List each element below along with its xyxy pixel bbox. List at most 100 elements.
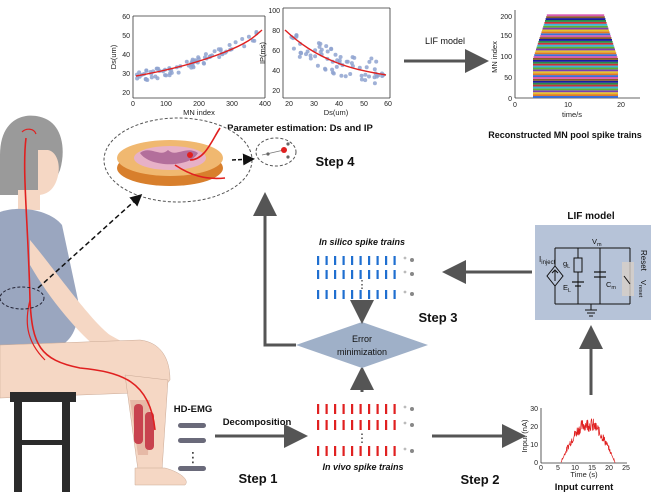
raster-row [533,90,618,93]
spike-bar [368,270,371,279]
tick-label: 0 [513,102,517,109]
scatter-point [217,55,222,59]
neuron-dot [403,447,407,451]
raster-row [537,42,614,45]
scatter-point [297,54,302,59]
spike-bar [368,256,371,265]
neuron-dot [403,421,407,425]
scatter-point [291,46,296,51]
tick-label: 25 [622,465,630,472]
scatter-point [318,50,323,54]
scatter-point [333,52,338,57]
step-2-label: Step 2 [460,472,499,487]
tick-label: 200 [500,14,512,21]
spike-bar [342,420,345,430]
scatter-point [203,52,208,57]
x-axis-label: Ds(um) [324,108,349,117]
spike-bar [368,404,371,414]
spike-bar [325,290,328,299]
spike-bar [351,446,354,456]
raster-row [533,59,618,62]
switch-icon [623,275,631,285]
spike-bar [385,256,388,265]
spike-bar [334,404,337,414]
scatter-point [190,64,195,69]
raster-row [536,46,615,49]
spike-bar [385,404,388,414]
raster-row [539,39,612,41]
x-axis-label: Time (s) [570,470,598,479]
scatter-point [149,75,154,80]
spike-bar [359,290,362,299]
scatter-point [374,59,379,64]
raster-row [533,78,618,81]
scatter-point [372,81,377,86]
spike-bar [359,270,362,279]
scatter-point [349,61,354,66]
raster-row [546,14,605,17]
step-4-label: Step 4 [315,154,355,169]
raster-row [534,54,617,57]
input-current-caption: Input current [555,482,614,493]
scatter-point [202,61,206,66]
neuron-dot [403,290,407,294]
tick-label: 20 [122,90,130,97]
tick-label: 20 [285,101,293,108]
scatter-point [246,34,251,39]
scatter-point [372,67,377,72]
spike-bar [351,290,354,299]
scatter-point [359,73,364,78]
scatter-point [363,72,368,77]
tick-label: 40 [122,52,130,59]
scatter-point [294,33,299,38]
y-axis-label: IP(ms) [258,41,267,64]
raster-row [533,63,618,66]
raster-row [533,94,618,96]
tick-label: 0 [534,460,538,467]
scatter-point [212,49,217,54]
ip-vs-ds-plot: 20 30 40 50 60 20 40 60 80 100 Ds(um) IP… [258,7,392,117]
tick-label: 200 [193,101,205,108]
scatter-point [304,52,308,57]
tick-label: 0 [508,96,512,103]
in-vivo-spike-trains: ⋮ [317,404,414,456]
scatter-point [227,43,232,47]
spike-bar [325,256,328,265]
spike-bar [393,446,396,456]
raster-row [533,58,618,60]
spike-bar [351,256,354,265]
scatter-point [343,74,348,79]
neuron-dot [403,405,407,409]
raster-row [533,88,618,91]
in-vivo-label: In vivo spike trains [322,462,403,472]
raster-row [540,35,611,38]
scatter-point [329,47,334,52]
loop-arrow-to-step4 [253,192,296,347]
ip-fit-curve [284,29,387,76]
spike-bar [317,256,320,265]
scatter-point [324,44,329,49]
in-silico-label: In silico spike trains [319,237,405,247]
spike-bar [359,404,362,414]
tick-label: 60 [384,101,392,108]
tick-label: 40 [335,101,343,108]
scatter-point [352,55,357,60]
decomposition-label: Decomposition [223,417,292,428]
scatter-point [372,75,377,80]
tick-label: 20 [605,465,613,472]
tick-label: 10 [530,442,538,449]
scatter-point [363,78,368,83]
spike-bar [393,256,396,265]
raster-row [534,52,617,55]
raster-row [533,92,618,95]
scatter-point [369,56,374,61]
raster-row [537,44,614,47]
ds-fit-curve [135,29,263,77]
y-axis-label: Ds(um) [109,44,118,69]
svg-text:EL: EL [563,283,571,294]
neuron-dot [410,292,414,296]
x-axis-label: time/s [562,110,582,119]
tick-label: 0 [539,465,543,472]
spike-bar [359,256,362,265]
spike-bar [385,270,388,279]
